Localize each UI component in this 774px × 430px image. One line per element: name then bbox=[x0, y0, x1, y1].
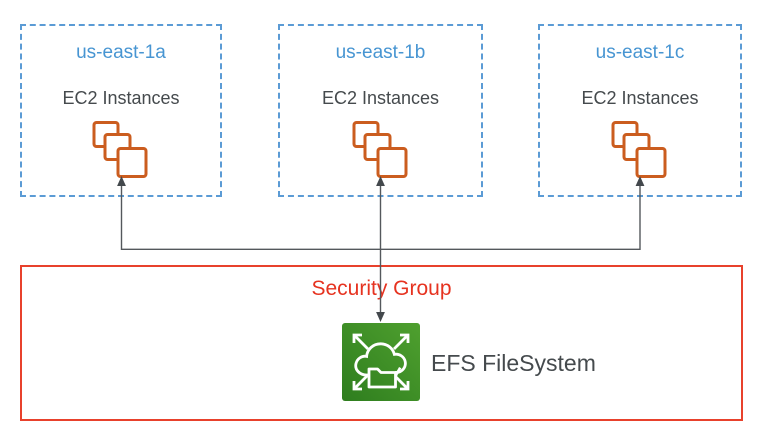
az-title: us-east-1b bbox=[335, 42, 426, 63]
ec2-instances-label: EC2 Instances bbox=[581, 88, 699, 108]
folder-icon bbox=[367, 367, 397, 389]
az-box-us-east-1a: us-east-1a EC2 Instances bbox=[20, 24, 222, 197]
ec2-instances-label: EC2 Instances bbox=[321, 88, 440, 108]
ec2-instances-stack-icon bbox=[352, 121, 409, 181]
az-title: us-east-1c bbox=[595, 42, 685, 63]
ec2-instances-label: EC2 Instances bbox=[62, 88, 180, 108]
az-box-us-east-1c: us-east-1c EC2 Instances bbox=[538, 24, 742, 197]
ec2-instances-stack-icon bbox=[92, 121, 150, 181]
ec2-instances-stack-icon bbox=[611, 121, 669, 181]
ec2-square-front bbox=[116, 147, 148, 178]
cloud-icon bbox=[354, 342, 407, 377]
az-box-us-east-1b: us-east-1b EC2 Instances bbox=[278, 24, 483, 197]
ec2-square-front bbox=[376, 147, 407, 178]
efs-filesystem-icon bbox=[342, 323, 420, 401]
ec2-square-front bbox=[635, 147, 667, 178]
security-group-label: Security Group bbox=[311, 277, 452, 300]
efs-filesystem-label: EFS FileSystem bbox=[431, 350, 596, 376]
az-title: us-east-1a bbox=[76, 42, 166, 63]
